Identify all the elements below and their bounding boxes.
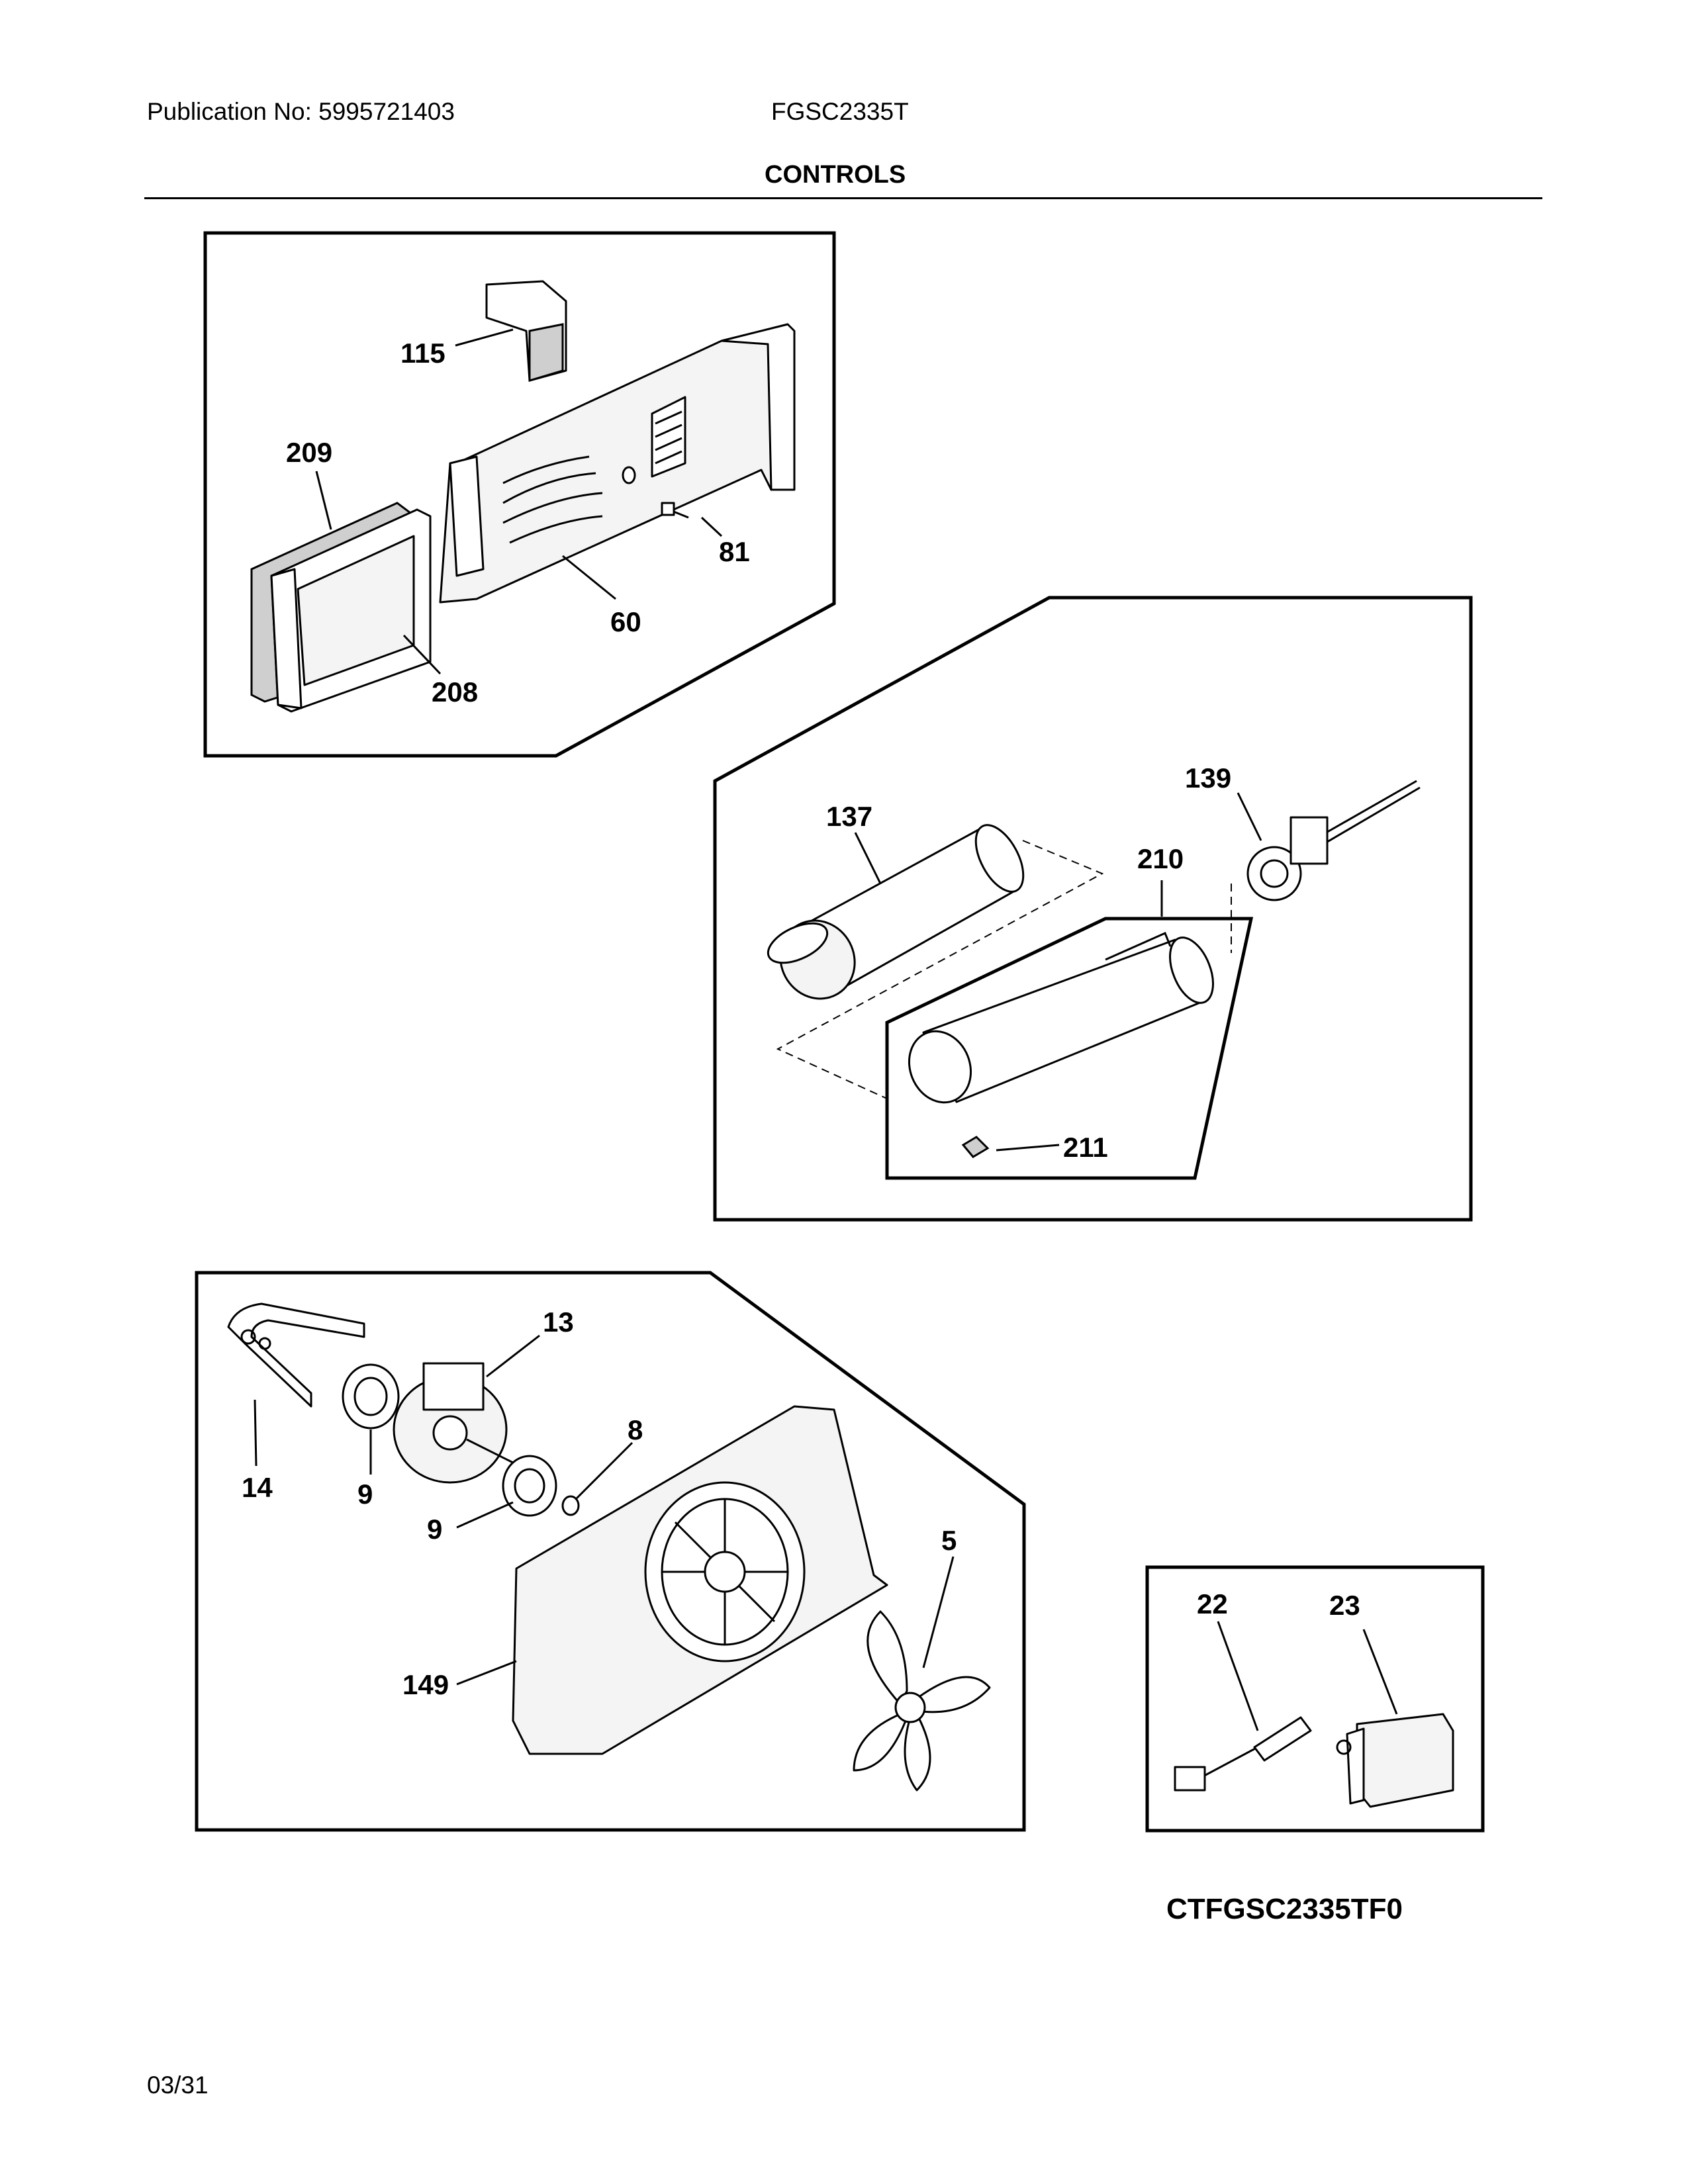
leader-8	[575, 1441, 633, 1500]
sensor-group: 22 23	[1145, 1565, 1485, 1833]
callout-9-right: 9	[427, 1514, 442, 1545]
header-divider	[144, 197, 1542, 199]
part-81-screw	[661, 502, 689, 519]
part-9-bushing-left	[342, 1363, 400, 1430]
part-9-bushing-right	[502, 1455, 557, 1517]
callout-23: 23	[1329, 1590, 1360, 1621]
page-number: 03/31	[147, 2071, 209, 2099]
callout-210: 210	[1137, 843, 1184, 874]
part-14-bracket	[227, 1302, 365, 1408]
callout-115: 115	[400, 338, 445, 369]
callout-13: 13	[543, 1306, 574, 1338]
fan-assembly-group: 13 8 14 9 9 5 149	[195, 1271, 1026, 1832]
frame-control-housing	[203, 231, 836, 758]
publication-number: Publication No: 5995721403	[147, 98, 455, 125]
diagram-code: CTFGSC2335TF0	[1166, 1893, 1403, 1925]
leader-9-right	[456, 1501, 514, 1529]
leader-81	[700, 516, 723, 537]
leader-211	[996, 1144, 1060, 1152]
part-115-connector	[485, 280, 567, 383]
callout-60: 60	[610, 606, 641, 637]
leader-14	[254, 1399, 258, 1467]
callout-211: 211	[1063, 1132, 1108, 1163]
frame-sensor	[1145, 1565, 1485, 1833]
water-filter-group: 137 139 210 211	[713, 596, 1473, 1222]
leader-13	[486, 1334, 540, 1378]
control-housing-group: 115 209 81 60 208	[203, 231, 836, 758]
part-149-shroud	[512, 1405, 888, 1755]
frame-water-filter	[713, 596, 1473, 1222]
part-8-washer	[561, 1495, 580, 1516]
part-139-valve	[1246, 780, 1421, 901]
leader-5	[922, 1556, 955, 1668]
callout-9-left: 9	[357, 1479, 373, 1510]
model-number: FGSC2335T	[771, 98, 909, 125]
part-210-filter-head	[908, 931, 1214, 1104]
part-23-sensor-cover	[1336, 1713, 1454, 1808]
part-137-filter-cartridge	[767, 824, 1025, 1000]
part-208-filter-frame	[270, 508, 432, 713]
page-title: CONTROLS	[765, 161, 906, 189]
leader-209	[315, 471, 332, 530]
frame-filter-head	[885, 917, 1254, 1180]
assembly-dashline-1	[776, 840, 1104, 1099]
part-60-housing	[439, 323, 796, 604]
leader-60	[562, 555, 616, 600]
callout-22: 22	[1197, 1588, 1228, 1619]
part-22-thermistor	[1174, 1621, 1312, 1792]
leader-139	[1237, 792, 1262, 841]
part-13-motor	[393, 1362, 514, 1484]
leader-149	[456, 1660, 517, 1686]
callout-5: 5	[941, 1525, 957, 1556]
callout-149: 149	[402, 1669, 449, 1700]
callout-14: 14	[242, 1472, 273, 1503]
callout-8: 8	[628, 1414, 643, 1445]
callout-208: 208	[432, 676, 478, 707]
leader-115	[455, 328, 514, 347]
callout-81: 81	[719, 536, 750, 567]
part-5-fan-blade	[853, 1610, 991, 1792]
callout-209: 209	[286, 437, 332, 468]
callout-139: 139	[1185, 762, 1231, 794]
frame-fan-assembly	[195, 1271, 1026, 1832]
leader-23	[1362, 1629, 1398, 1715]
leader-137	[854, 832, 882, 884]
leader-208	[402, 634, 442, 675]
callout-137: 137	[826, 801, 872, 832]
part-211-clip	[961, 1136, 990, 1158]
